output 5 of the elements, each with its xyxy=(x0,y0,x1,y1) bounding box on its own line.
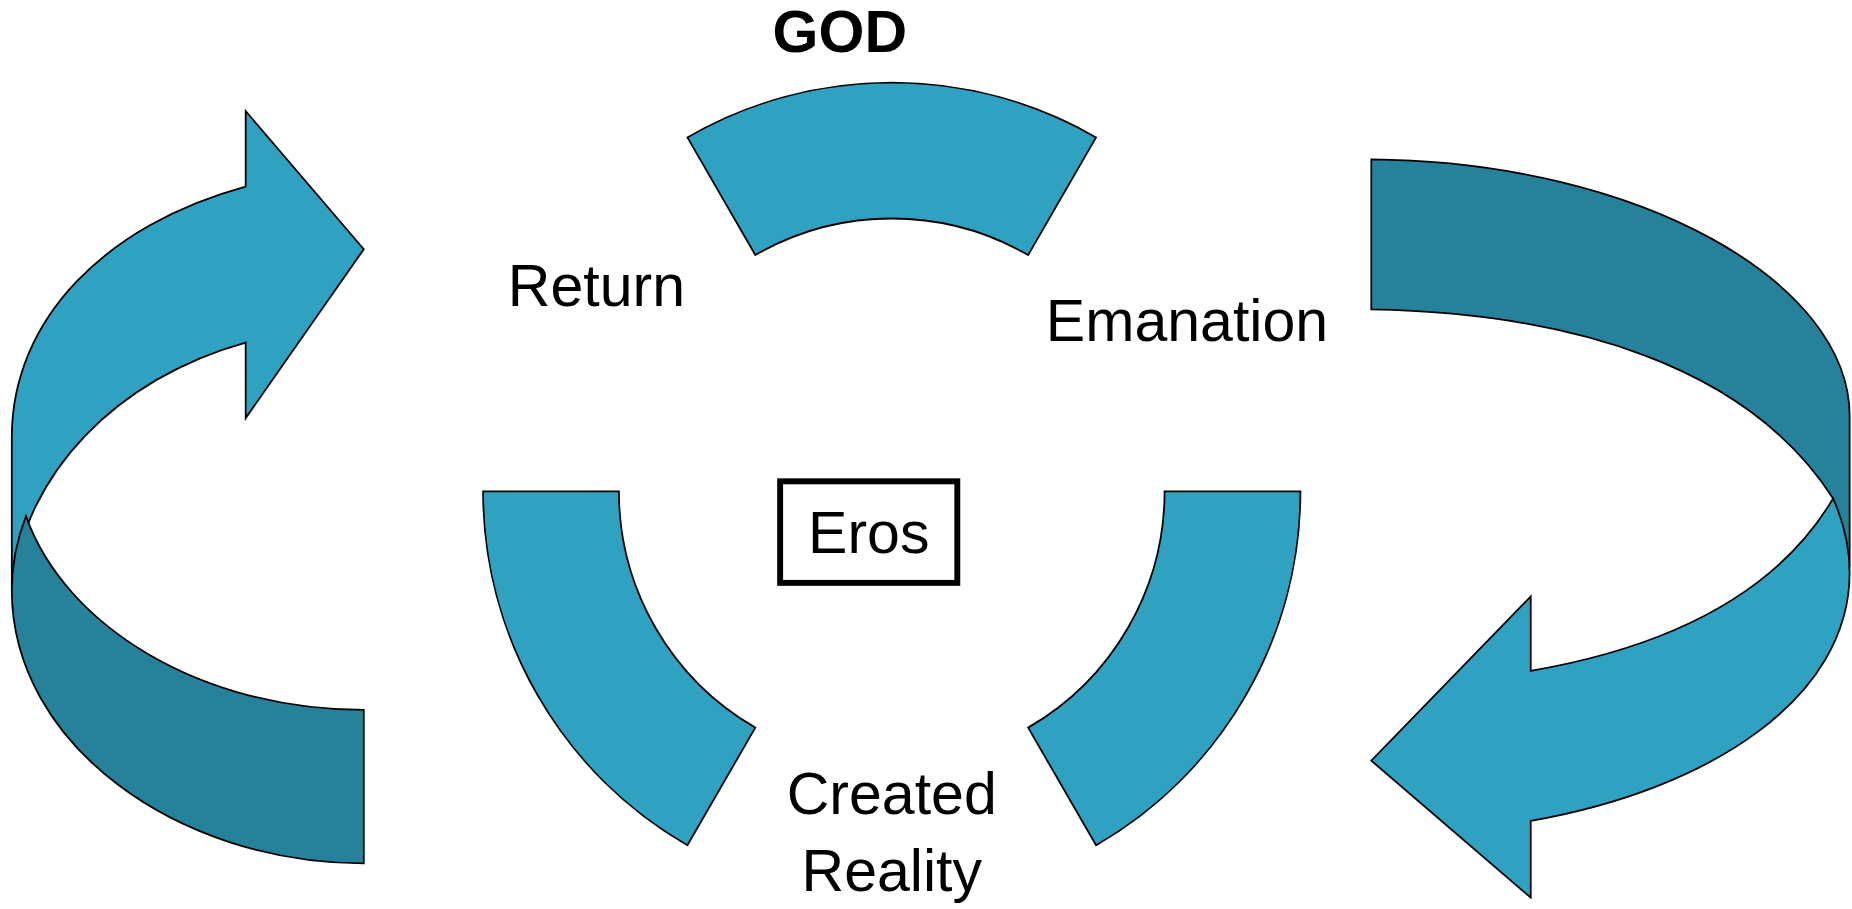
cycle-label: Return xyxy=(506,251,687,321)
cycle-label: Emanation xyxy=(1044,287,1330,357)
heading-text: GOD xyxy=(771,0,909,67)
cycle-label: Created Reality xyxy=(785,759,998,906)
concept-box: Eros xyxy=(777,478,961,586)
